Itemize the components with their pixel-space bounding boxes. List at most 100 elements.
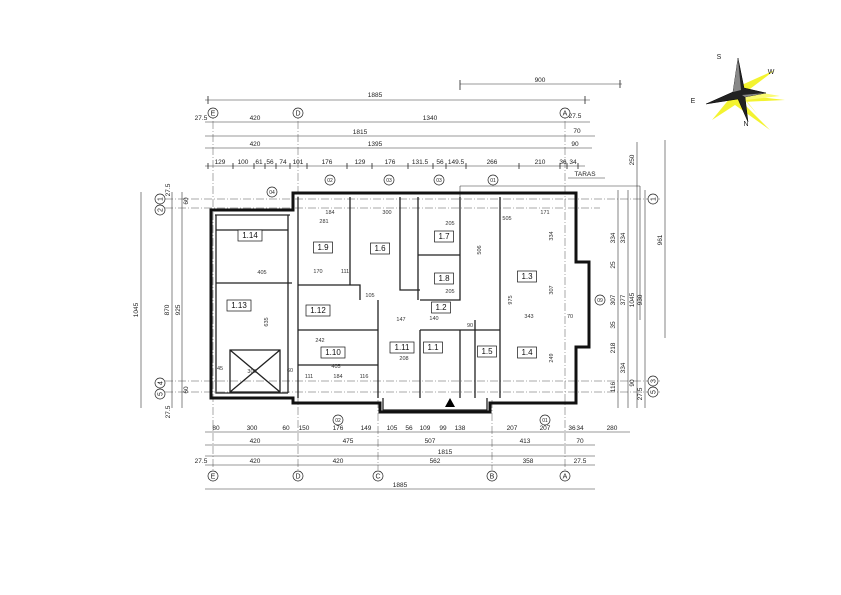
- axis-label-row: 5: [158, 392, 165, 396]
- room-label-box: [434, 230, 454, 243]
- dim-bottom: 413: [520, 438, 531, 445]
- dim-left: 1045: [133, 302, 140, 317]
- door-tag: 03: [436, 178, 442, 184]
- dim-top: 27.5: [195, 115, 208, 122]
- room-label-1-9: 1.9: [317, 243, 329, 252]
- dim-bottom: 105: [387, 425, 398, 432]
- axis-marker: [647, 386, 659, 398]
- dim-top: 56: [436, 159, 444, 166]
- axis-label-row: 1: [158, 197, 165, 201]
- dim-right: 25: [610, 261, 617, 269]
- room-label-1-4: 1.4: [521, 348, 533, 357]
- room-label-box: [477, 345, 497, 358]
- axis-label-d: D: [295, 111, 300, 118]
- door-tag: 02: [335, 418, 341, 424]
- door-tag-marker: [433, 174, 445, 186]
- room-label-box: [305, 304, 331, 317]
- dim-left: 60: [183, 197, 190, 205]
- dim-bottom: 300: [247, 425, 258, 432]
- axis-label-c: C: [375, 474, 380, 481]
- axis-marker: [647, 375, 659, 387]
- dim-bottom: 109: [420, 425, 431, 432]
- interior-dim: 208: [399, 356, 408, 362]
- dim-top: 176: [385, 159, 396, 166]
- dim-bottom: 176: [333, 425, 344, 432]
- dim-bottom: 150: [299, 425, 310, 432]
- dim-bottom: 507: [425, 438, 436, 445]
- dim-bottom: 420: [333, 458, 344, 465]
- axis-label-b: B: [490, 474, 495, 481]
- dim-right: 27.5: [637, 387, 644, 400]
- compass-w: W: [768, 69, 775, 76]
- room-label-box: [431, 301, 451, 314]
- dim-top: 210: [535, 159, 546, 166]
- interior-dim: 45: [217, 366, 223, 372]
- left-dimensions: 1045 870 925 27.5 60 60 27.5: [133, 183, 190, 418]
- compass-s: S: [717, 54, 722, 61]
- interior-dim: 60: [287, 368, 293, 374]
- interior-dim: 405: [257, 270, 266, 276]
- axis-marker: [292, 107, 304, 119]
- axis-label-row: 2: [158, 208, 165, 212]
- entrance-arrow-icon: [445, 398, 455, 407]
- dim-top: 100: [238, 159, 249, 166]
- room-label-box: [423, 341, 443, 354]
- interior-dim: 334: [549, 231, 555, 240]
- axis-marker: [559, 107, 571, 119]
- dim-bottom: 149: [361, 425, 372, 432]
- dim-top: 149.5: [448, 159, 465, 166]
- dim-top: 61: [255, 159, 263, 166]
- dim-right: 1045: [629, 292, 636, 307]
- compass-n: N: [743, 121, 748, 128]
- interior-dim: 635: [264, 317, 270, 326]
- dim-left: 27.5: [165, 405, 172, 418]
- dim-top: 420: [250, 141, 261, 148]
- dim-right: 334: [620, 362, 627, 373]
- door-tag-marker: [332, 414, 344, 426]
- dim-left: 870: [164, 304, 171, 315]
- interior-dim: 170: [313, 269, 322, 275]
- dim-right: 35: [610, 321, 617, 329]
- room-label-1-8: 1.8: [438, 274, 450, 283]
- interior-dim: 116: [360, 374, 369, 380]
- interior-dim: 281: [319, 219, 328, 225]
- dim-bottom: 1885: [393, 482, 408, 489]
- axis-marker: [647, 193, 659, 205]
- dim-top: 90: [571, 141, 579, 148]
- door-tag-marker: [324, 174, 336, 186]
- door-tag-marker: [487, 174, 499, 186]
- axis-label-a: A: [563, 474, 568, 481]
- dim-left: 925: [175, 304, 182, 315]
- interior-dim: 300: [247, 369, 256, 375]
- axis-marker: [292, 470, 304, 482]
- room-label-1-6: 1.6: [374, 244, 386, 253]
- axis-marker: [372, 470, 384, 482]
- interior-dim: 307: [549, 285, 555, 294]
- axis-marker: [154, 377, 166, 389]
- axis-label-row: 5: [651, 390, 658, 394]
- dim-right: 116: [610, 381, 617, 392]
- room-label-1-13: 1.13: [231, 301, 247, 310]
- axis-marker: [559, 470, 571, 482]
- interior-dim: 249: [549, 353, 555, 362]
- dim-top: 420: [250, 115, 261, 122]
- dim-top: 129: [355, 159, 366, 166]
- door-tag: 01: [542, 418, 548, 424]
- interior-dim: 140: [429, 316, 438, 322]
- dim-top: 27.5: [569, 113, 582, 120]
- dim-bottom: 207: [507, 425, 518, 432]
- axis-label-row: 4: [158, 381, 165, 385]
- axis-marker: [486, 470, 498, 482]
- axis-marker: [207, 470, 219, 482]
- axis-marker: [154, 193, 166, 205]
- axis-label-e: E: [211, 474, 216, 481]
- interior-dim: 205: [445, 289, 454, 295]
- dim-bottom: 138: [455, 425, 466, 432]
- room-label-1-10: 1.10: [325, 348, 341, 357]
- interior-dim: 147: [396, 317, 405, 323]
- dim-top: 176: [322, 159, 333, 166]
- room-label-1-1: 1.1: [427, 343, 439, 352]
- dim-bottom: 1815: [438, 449, 453, 456]
